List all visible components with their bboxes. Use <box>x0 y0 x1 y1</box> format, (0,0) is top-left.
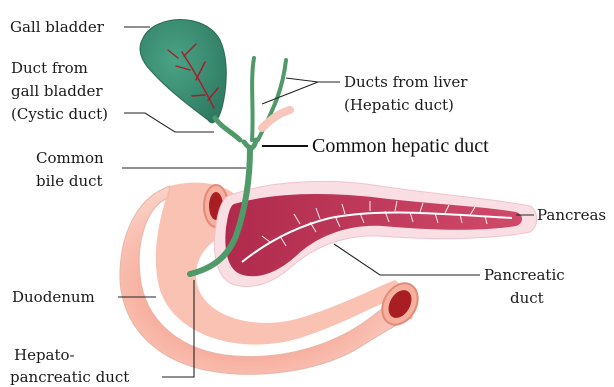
label-pancreatic-duct-line2: duct <box>510 289 544 307</box>
label-gall-bladder: Gall bladder <box>10 18 105 36</box>
gall-bladder <box>140 20 226 123</box>
label-duct-from-gb-line3: (Cystic duct) <box>11 105 108 123</box>
label-duodenum: Duodenum <box>12 288 95 306</box>
label-ducts-from-liver-line2: (Hepatic duct) <box>344 96 454 114</box>
hepatic-duct-left <box>252 58 254 140</box>
label-common-hepatic-duct: Common hepatic duct <box>312 135 489 157</box>
label-hepato-pancreatic-duct-line1: Hepato- <box>14 346 75 364</box>
label-pancreatic-duct-line1: Pancreatic <box>484 266 565 284</box>
label-duct-from-gb-line1: Duct from <box>11 59 88 77</box>
label-common-bile-duct-line2: bile duct <box>36 172 103 190</box>
label-pancreas: Pancreas <box>537 206 606 224</box>
label-common-bile-duct-line1: Common <box>36 149 104 167</box>
cystic-duct <box>215 118 240 140</box>
label-hepato-pancreatic-duct-line2: pancreatic duct <box>10 368 129 386</box>
label-duct-from-gb-line2: gall bladder <box>11 82 103 100</box>
label-ducts-from-liver-line1: Ducts from liver <box>344 73 468 91</box>
